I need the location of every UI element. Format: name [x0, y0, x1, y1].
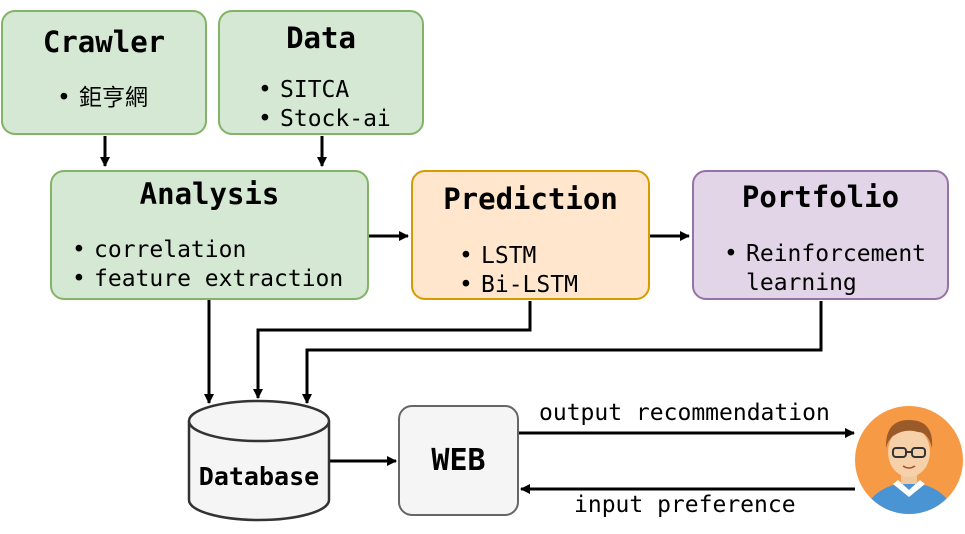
crawler-items: 鉅亨網: [57, 84, 148, 113]
crawler-item-0: 鉅亨網: [57, 84, 148, 113]
output-recommendation-label: output recommendation: [539, 400, 830, 426]
edge-portfolio-database: [302, 301, 823, 404]
prediction-node: Prediction LSTM Bi-LSTM: [411, 170, 650, 300]
portfolio-items: Reinforcement learning: [724, 240, 926, 298]
web-node: WEB: [398, 405, 519, 516]
analysis-items: correlation feature extraction: [72, 236, 343, 294]
analysis-node: Analysis correlation feature extraction: [50, 170, 369, 300]
user-avatar-icon: [855, 406, 963, 514]
analysis-item-1: feature extraction: [72, 265, 343, 294]
prediction-items: LSTM Bi-LSTM: [459, 242, 578, 300]
data-item-1: Stock-ai: [258, 105, 391, 134]
edge-prediction-database: [253, 301, 532, 399]
prediction-title: Prediction: [443, 182, 618, 216]
portfolio-item-0: Reinforcement: [724, 240, 926, 269]
portfolio-node: Portfolio Reinforcement learning: [692, 170, 949, 300]
input-preference-label: input preference: [574, 492, 796, 518]
prediction-item-1: Bi-LSTM: [459, 271, 578, 300]
web-title: WEB: [431, 443, 486, 478]
analysis-title: Analysis: [139, 177, 280, 211]
data-title: Data: [286, 21, 356, 55]
data-node: Data SITCA Stock-ai: [218, 10, 424, 135]
data-items: SITCA Stock-ai: [258, 76, 391, 134]
crawler-title: Crawler: [42, 25, 166, 59]
crawler-node: Crawler 鉅亨網: [1, 10, 207, 135]
analysis-item-0: correlation: [72, 236, 343, 265]
portfolio-title: Portfolio: [741, 180, 900, 214]
database-cylinder: [187, 399, 331, 522]
portfolio-item-1: learning: [746, 270, 857, 296]
data-item-0: SITCA: [258, 76, 391, 105]
prediction-item-0: LSTM: [459, 242, 578, 271]
database-label: Database: [198, 462, 320, 491]
